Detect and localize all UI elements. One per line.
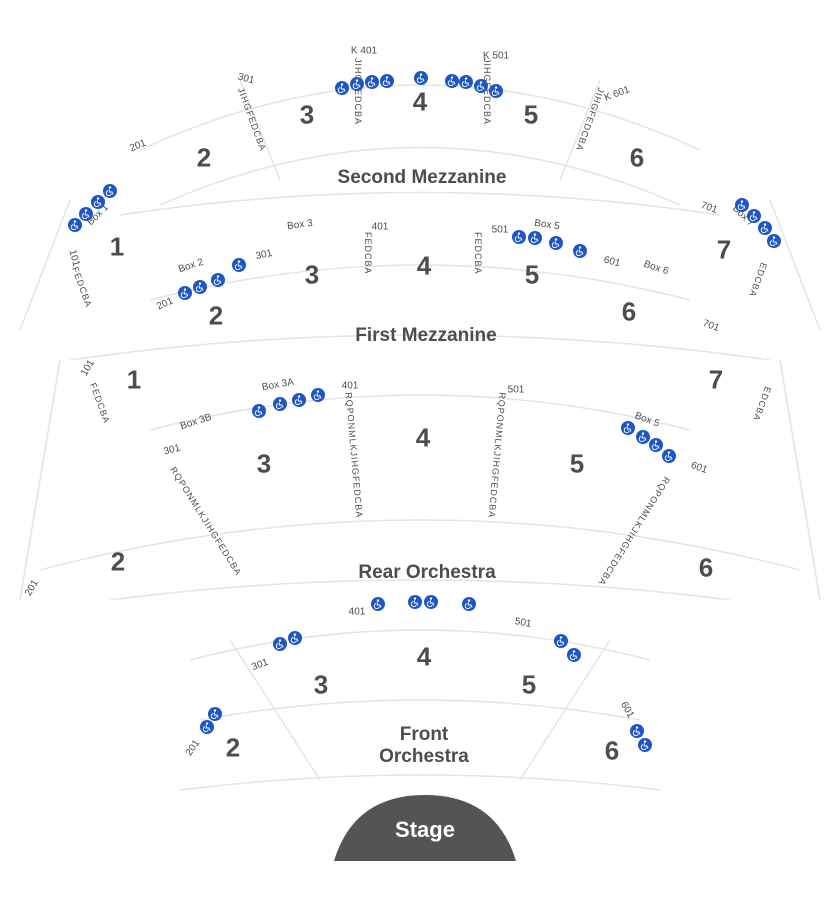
wheelchair-icon[interactable] (636, 430, 650, 444)
front-orchestra-label: Front Orchestra (379, 724, 469, 767)
seat-number-label: K 501 (482, 50, 510, 62)
wheelchair-icon[interactable] (380, 74, 394, 88)
section-fo-2[interactable]: 2 (225, 732, 241, 763)
wheelchair-icon[interactable] (767, 234, 781, 248)
wheelchair-icon[interactable] (567, 648, 581, 662)
wheelchair-icon[interactable] (474, 79, 488, 93)
section-ro-4[interactable]: 4 (415, 422, 431, 453)
first-mezzanine-label: First Mezzanine (355, 325, 497, 346)
wheelchair-icon[interactable] (371, 597, 385, 611)
wheelchair-icon[interactable] (662, 449, 676, 463)
wheelchair-icon[interactable] (292, 393, 306, 407)
section-fm-7[interactable]: 7 (716, 234, 732, 265)
row-letters: FEDCBA (473, 232, 483, 275)
section-fo-6[interactable]: 6 (604, 735, 620, 766)
section-fo-5[interactable]: 5 (521, 669, 537, 700)
section-ro-5[interactable]: 5 (569, 448, 585, 479)
seat-number-label: 401 (348, 606, 366, 618)
wheelchair-icon[interactable] (512, 230, 526, 244)
section-sm-2[interactable]: 2 (196, 142, 212, 173)
row-letters: JIHGFEDCBA (353, 58, 363, 126)
seat-number-label: 501 (507, 384, 525, 396)
wheelchair-icon[interactable] (103, 184, 117, 198)
seat-number-label: K 401 (350, 45, 378, 57)
wheelchair-icon[interactable] (68, 218, 82, 232)
section-sm-3[interactable]: 3 (299, 99, 315, 130)
wheelchair-icon[interactable] (311, 388, 325, 402)
wheelchair-icon[interactable] (462, 597, 476, 611)
wheelchair-icon[interactable] (621, 421, 635, 435)
stage-shape (334, 795, 516, 861)
wheelchair-icon[interactable] (573, 244, 587, 258)
wheelchair-icon[interactable] (211, 273, 225, 287)
wheelchair-icon[interactable] (554, 634, 568, 648)
seat-number-label: 501 (491, 224, 509, 236)
wheelchair-icon[interactable] (758, 221, 772, 235)
wheelchair-icon[interactable] (424, 595, 438, 609)
wheelchair-icon[interactable] (200, 720, 214, 734)
wheelchair-icon[interactable] (335, 81, 349, 95)
wheelchair-icon[interactable] (288, 631, 302, 645)
section-fm-5[interactable]: 5 (524, 259, 540, 290)
seat-number-label: 401 (371, 221, 389, 233)
wheelchair-icon[interactable] (414, 71, 428, 85)
section-sm-6[interactable]: 6 (629, 142, 645, 173)
wheelchair-icon[interactable] (350, 77, 364, 91)
section-fm-2[interactable]: 2 (208, 300, 224, 331)
section-ro-6[interactable]: 6 (698, 552, 714, 583)
section-ro-2[interactable]: 2 (110, 546, 126, 577)
wheelchair-icon[interactable] (549, 236, 563, 250)
stage-label: Stage (395, 817, 455, 842)
wheelchair-icon[interactable] (649, 438, 663, 452)
wheelchair-icon[interactable] (638, 738, 652, 752)
row-letters: FEDCBA (363, 232, 373, 275)
row-letters: JIHGFEDCBA (482, 58, 492, 126)
section-ro-7[interactable]: 7 (708, 364, 724, 395)
wheelchair-icon[interactable] (178, 286, 192, 300)
section-fm-1[interactable]: 1 (109, 231, 125, 262)
section-fm-3[interactable]: 3 (304, 259, 320, 290)
wheelchair-icon[interactable] (273, 637, 287, 651)
wheelchair-icon[interactable] (747, 209, 761, 223)
section-fm-6[interactable]: 6 (621, 296, 637, 327)
wheelchair-icon[interactable] (273, 397, 287, 411)
wheelchair-icon[interactable] (735, 198, 749, 212)
wheelchair-icon[interactable] (208, 707, 222, 721)
wheelchair-icon[interactable] (408, 595, 422, 609)
section-fo-4[interactable]: 4 (416, 641, 432, 672)
section-sm-5[interactable]: 5 (523, 99, 539, 130)
wheelchair-icon[interactable] (459, 75, 473, 89)
section-fm-4[interactable]: 4 (416, 250, 432, 281)
wheelchair-icon[interactable] (91, 195, 105, 209)
second-mezzanine-label: Second Mezzanine (337, 167, 507, 188)
wheelchair-icon[interactable] (365, 75, 379, 89)
rear-orchestra-label: Rear Orchestra (358, 562, 496, 583)
section-fo-3[interactable]: 3 (313, 669, 329, 700)
wheelchair-icon[interactable] (79, 207, 93, 221)
wheelchair-icon[interactable] (445, 74, 459, 88)
wheelchair-icon[interactable] (252, 404, 266, 418)
wheelchair-icon[interactable] (528, 231, 542, 245)
section-ro-1[interactable]: 1 (126, 364, 142, 395)
wheelchair-icon[interactable] (489, 84, 503, 98)
section-ro-3[interactable]: 3 (256, 448, 272, 479)
wheelchair-icon[interactable] (232, 258, 246, 272)
wheelchair-icon[interactable] (193, 280, 207, 294)
seat-number-label: 401 (341, 380, 359, 392)
wheelchair-icon[interactable] (630, 724, 644, 738)
section-sm-4[interactable]: 4 (412, 86, 428, 117)
